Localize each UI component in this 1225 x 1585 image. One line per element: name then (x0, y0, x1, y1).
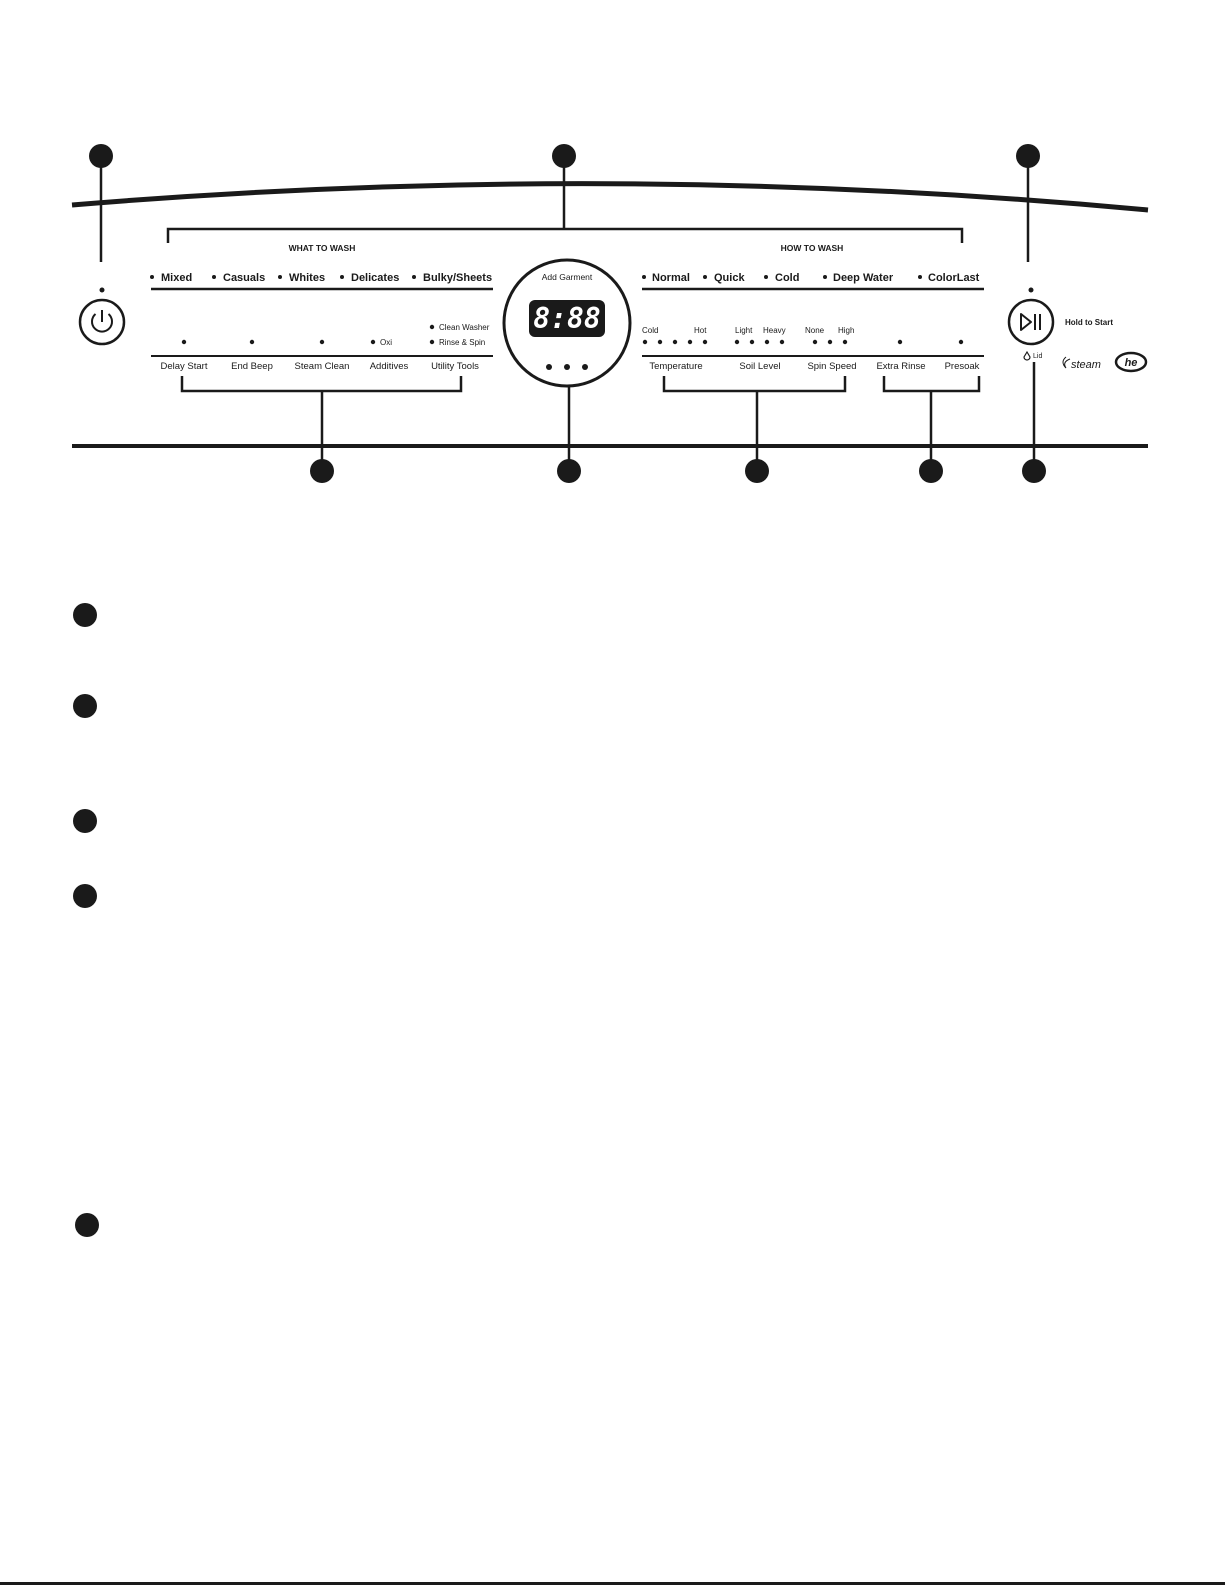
temperature-low-label: Cold (642, 326, 658, 335)
hold-to-start-label: Hold to Start (1065, 318, 1113, 327)
power-icon (91, 310, 113, 333)
what-to-wash-header: WHAT TO WASH (289, 243, 356, 253)
clean-washer-indicator (429, 324, 435, 330)
cycle-label: Mixed (161, 272, 192, 284)
cycle-label: ColorLast (928, 272, 980, 284)
soil-level-high-label: Heavy (763, 326, 786, 335)
cycle-button-delicates[interactable]: Delicates (340, 272, 399, 284)
presoak-indicator (958, 339, 964, 345)
add-garment-label: Add Garment (542, 272, 593, 282)
callout-marker-lid (1022, 459, 1046, 483)
lock-icon (1023, 350, 1031, 361)
utility-tools-button[interactable]: Utility Tools (431, 361, 479, 372)
cycle-button-deep-water[interactable]: Deep Water (823, 272, 894, 284)
soil-level-dots (734, 339, 785, 345)
rinse-spin-label: Rinse & Spin (439, 338, 485, 347)
spin-speed-button[interactable]: Spin Speed (807, 361, 856, 372)
callout-marker-rinse-presoak (919, 459, 943, 483)
cycles-bracket (166, 227, 964, 243)
spin-speed-low-label: None (805, 326, 825, 335)
additives-button[interactable]: Additives (370, 361, 409, 372)
what-to-wash-cycles: Mixed Casuals Whites Delicates Bulky/She… (150, 272, 492, 284)
section-marker (73, 603, 97, 627)
he-logo: he (1114, 351, 1148, 373)
he-logo-text: he (1125, 357, 1138, 369)
extra-rinse-indicator (897, 339, 903, 345)
soil-level-button[interactable]: Soil Level (739, 361, 780, 372)
play-pause-icon (1020, 313, 1041, 331)
cycle-label: Quick (714, 272, 745, 284)
delay-start-indicator (181, 339, 187, 345)
section-marker (73, 809, 97, 833)
clean-washer-label: Clean Washer (439, 323, 490, 332)
cycle-button-quick[interactable]: Quick (703, 272, 745, 284)
steam-logo-text: steam (1071, 359, 1101, 371)
time-display (529, 300, 605, 337)
steam-logo: steam (1062, 356, 1101, 371)
page-bottom-rule (0, 1582, 1225, 1585)
cycle-label: Whites (289, 272, 325, 284)
knob-indicator-dot (564, 364, 570, 370)
cycle-modifiers-bracket (662, 376, 847, 393)
cycle-button-cold[interactable]: Cold (764, 272, 799, 284)
how-to-wash-header: HOW TO WASH (781, 243, 844, 253)
delay-start-button[interactable]: Delay Start (161, 361, 208, 372)
control-panel-diagram: WHAT TO WASH Mixed Casuals Whites Delica… (71, 144, 1149, 483)
start-pause-button[interactable] (1007, 298, 1055, 346)
callout-marker-modifiers (745, 459, 769, 483)
start-indicator-dot (1028, 287, 1034, 293)
cycle-button-whites[interactable]: Whites (278, 272, 325, 284)
presoak-button[interactable]: Presoak (945, 361, 980, 372)
callout-marker-start (1016, 144, 1040, 168)
callout-marker-left-options (310, 459, 334, 483)
rinse-presoak-bracket (882, 376, 981, 393)
callout-marker-cycles (552, 144, 576, 168)
spin-speed-dots (812, 339, 848, 345)
temperature-high-label: Hot (694, 326, 707, 335)
cycle-label: Deep Water (833, 272, 894, 284)
section-marker (73, 884, 97, 908)
oxi-indicator-label: Oxi (380, 338, 392, 347)
cycle-button-colorlast[interactable]: ColorLast (918, 272, 980, 284)
spin-speed-high-label: High (838, 326, 854, 335)
cycle-label: Delicates (351, 272, 399, 284)
section-marker (73, 694, 97, 718)
cycle-label: Normal (652, 272, 690, 284)
end-beep-button[interactable]: End Beep (231, 361, 273, 372)
callout-marker-power (89, 144, 113, 168)
temperature-button[interactable]: Temperature (649, 361, 702, 372)
steam-clean-button[interactable]: Steam Clean (295, 361, 350, 372)
end-beep-indicator (249, 339, 255, 345)
section-marker (75, 1213, 99, 1237)
cycle-button-mixed[interactable]: Mixed (150, 272, 192, 284)
extra-rinse-button[interactable]: Extra Rinse (876, 361, 925, 372)
left-options-bracket (180, 376, 463, 393)
power-indicator-dot (99, 287, 105, 293)
soil-level-low-label: Light (735, 326, 753, 335)
cycle-button-bulky-sheets[interactable]: Bulky/Sheets (412, 272, 492, 284)
oxi-indicator (370, 339, 376, 345)
temperature-level-dots (642, 339, 708, 345)
cycle-label: Casuals (223, 272, 265, 284)
callout-marker-display (557, 459, 581, 483)
power-button[interactable] (78, 298, 126, 346)
panel-top-curve (71, 181, 1149, 213)
rinse-spin-indicator (429, 339, 435, 345)
cycle-label: Cold (775, 272, 799, 284)
how-to-wash-cycles: Normal Quick Cold Deep Water ColorLast (642, 272, 980, 284)
steam-clean-indicator (319, 339, 325, 345)
time-display-digits: 8:88 (533, 302, 600, 335)
cycle-label: Bulky/Sheets (423, 272, 492, 284)
knob-indicator-dot (582, 364, 588, 370)
cycle-button-casuals[interactable]: Casuals (212, 272, 265, 284)
cycle-button-normal[interactable]: Normal (642, 272, 690, 284)
knob-indicator-dot (546, 364, 552, 370)
lid-label: Lid (1033, 353, 1042, 360)
